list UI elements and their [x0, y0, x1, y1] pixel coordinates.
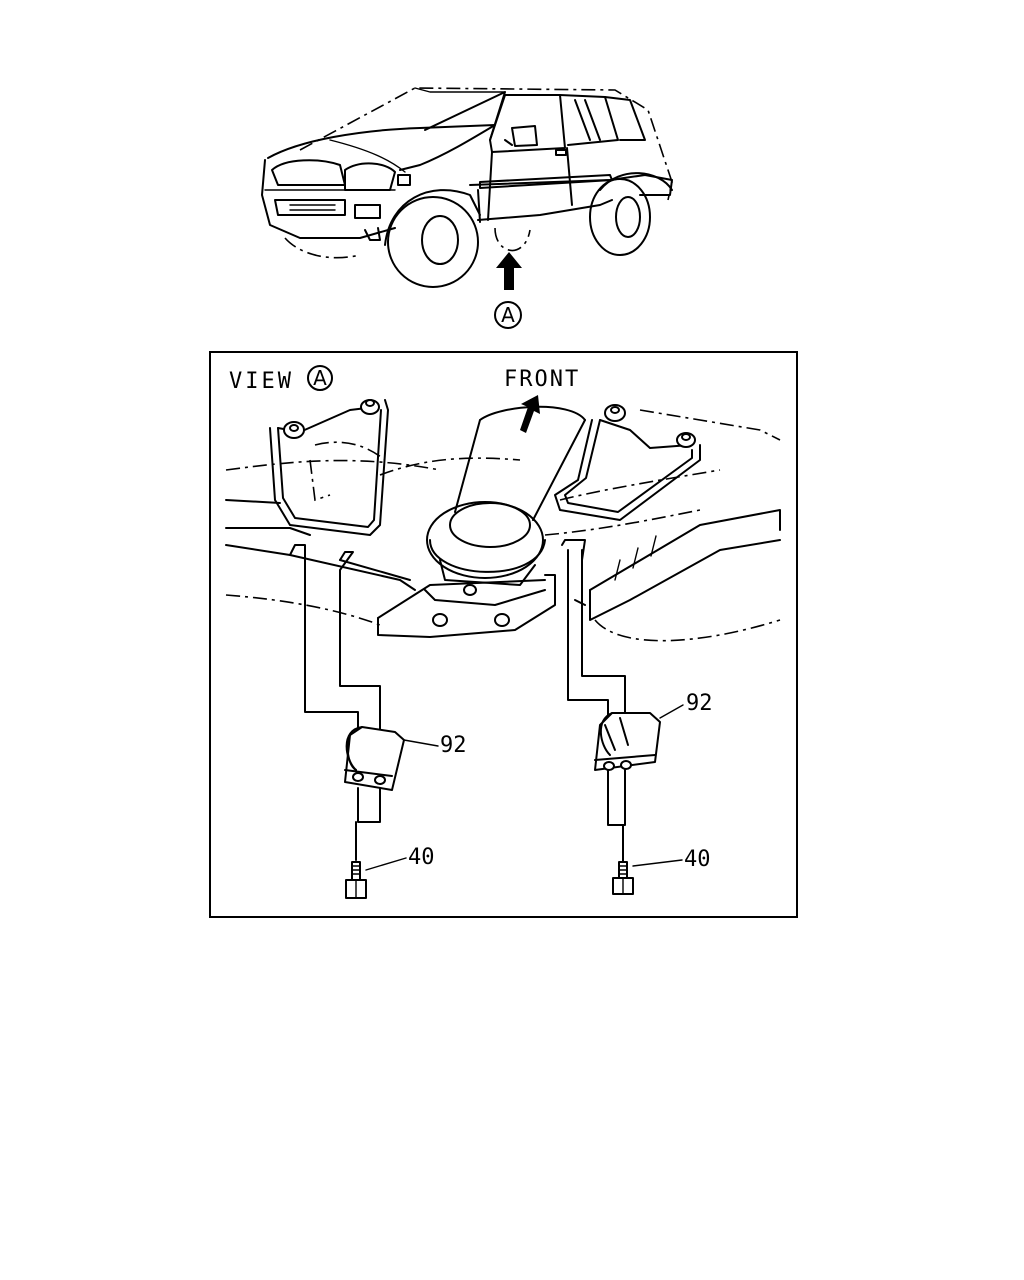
callout-clip-right: 92	[686, 691, 713, 716]
view-title-prefix: VIEW	[229, 369, 294, 394]
callout-clip-left: 92	[440, 733, 467, 758]
bolt-left	[345, 857, 407, 899]
clip-right	[594, 704, 684, 771]
leader-lines-left	[289, 544, 381, 861]
view-a-marker: A	[494, 301, 522, 329]
vehicle-illustration	[261, 87, 673, 288]
view-title: VIEW A	[229, 365, 333, 394]
view-direction-arrow	[496, 252, 522, 290]
bolt-right	[612, 859, 683, 895]
rear-axle-assembly	[225, 399, 781, 642]
front-direction: FRONT	[504, 367, 580, 433]
callout-bolt-left: 40	[408, 845, 435, 870]
view-a-marker-letter: A	[501, 303, 515, 327]
clip-left	[344, 726, 439, 791]
front-label: FRONT	[504, 367, 580, 392]
callout-bolt-right: 40	[684, 847, 711, 872]
leader-lines-right	[561, 539, 626, 863]
view-a-frame	[209, 351, 798, 918]
view-title-letter: A	[313, 366, 327, 390]
